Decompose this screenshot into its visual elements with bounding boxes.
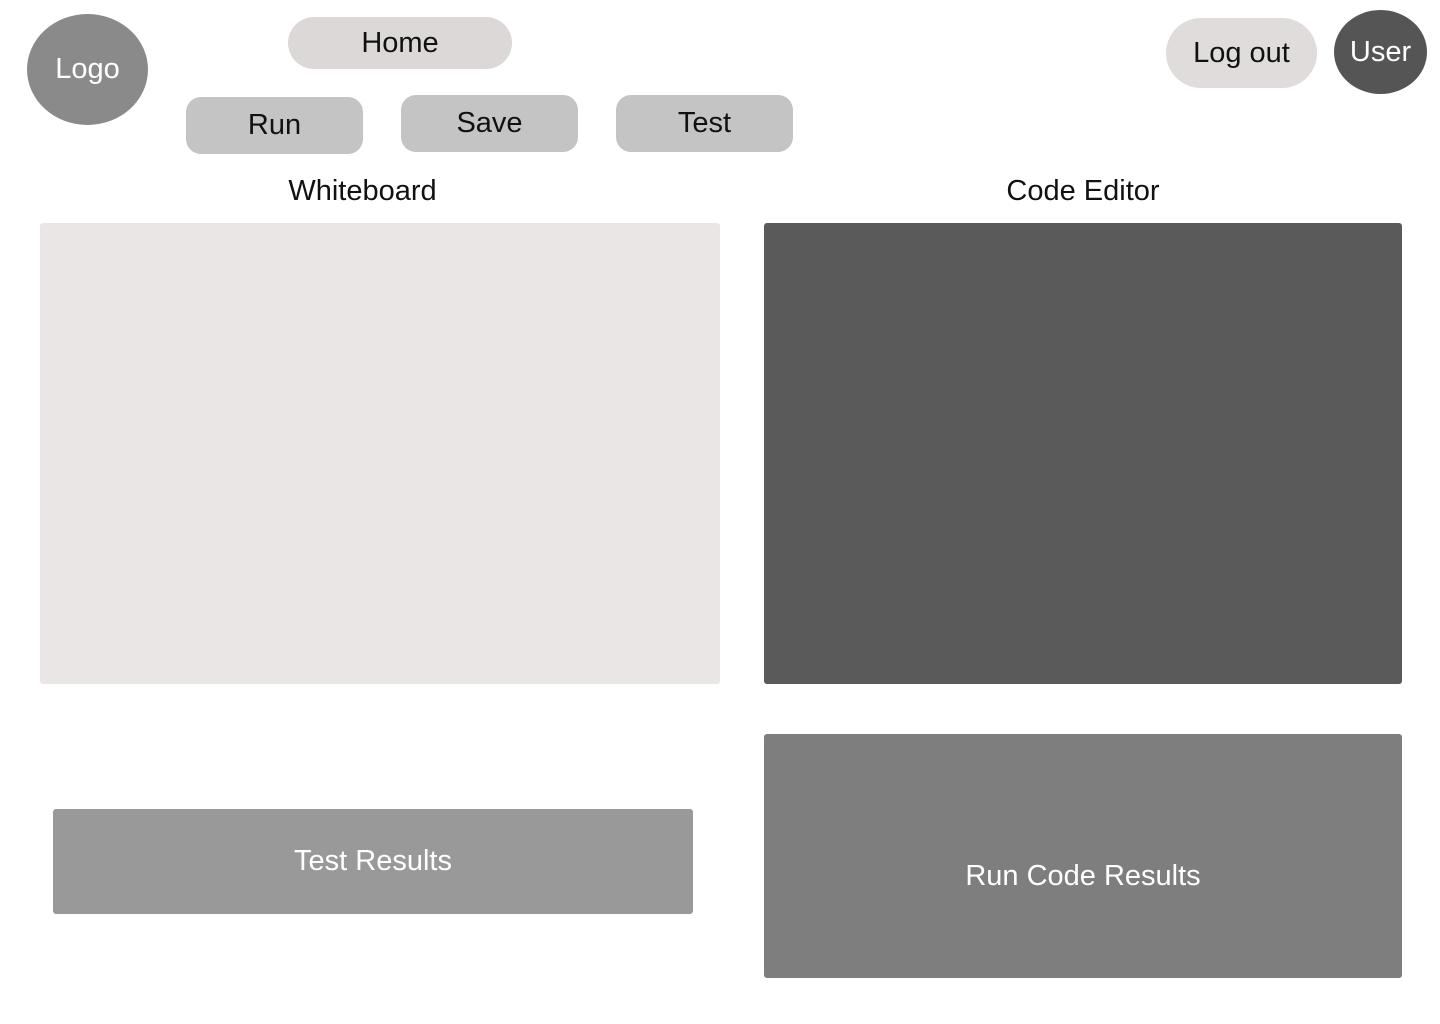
user-avatar[interactable]: User	[1334, 10, 1427, 94]
run-code-results-label: Run Code Results	[965, 860, 1201, 892]
user-label: User	[1349, 35, 1412, 68]
run-code-results-panel: Run Code Results	[764, 734, 1402, 978]
code-editor-area[interactable]	[764, 223, 1402, 684]
home-button-label: Home	[361, 26, 439, 59]
logout-button-label: Log out	[1193, 36, 1290, 69]
test-results-label: Test Results	[294, 845, 452, 877]
logo-label: Logo	[55, 53, 120, 85]
home-button[interactable]: Home	[288, 17, 512, 69]
run-button-label: Run	[247, 109, 302, 141]
test-button-label: Test	[677, 107, 732, 139]
test-results-panel: Test Results	[53, 809, 693, 914]
whiteboard-title: Whiteboard	[288, 174, 437, 207]
code-editor-title: Code Editor	[1006, 174, 1160, 207]
logout-button[interactable]: Log out	[1166, 18, 1317, 88]
save-button[interactable]: Save	[401, 95, 578, 152]
run-button[interactable]: Run	[186, 97, 363, 154]
logo: Logo	[27, 14, 148, 125]
save-button-label: Save	[456, 107, 523, 139]
whiteboard-canvas[interactable]	[40, 223, 720, 684]
test-button[interactable]: Test	[616, 95, 793, 152]
